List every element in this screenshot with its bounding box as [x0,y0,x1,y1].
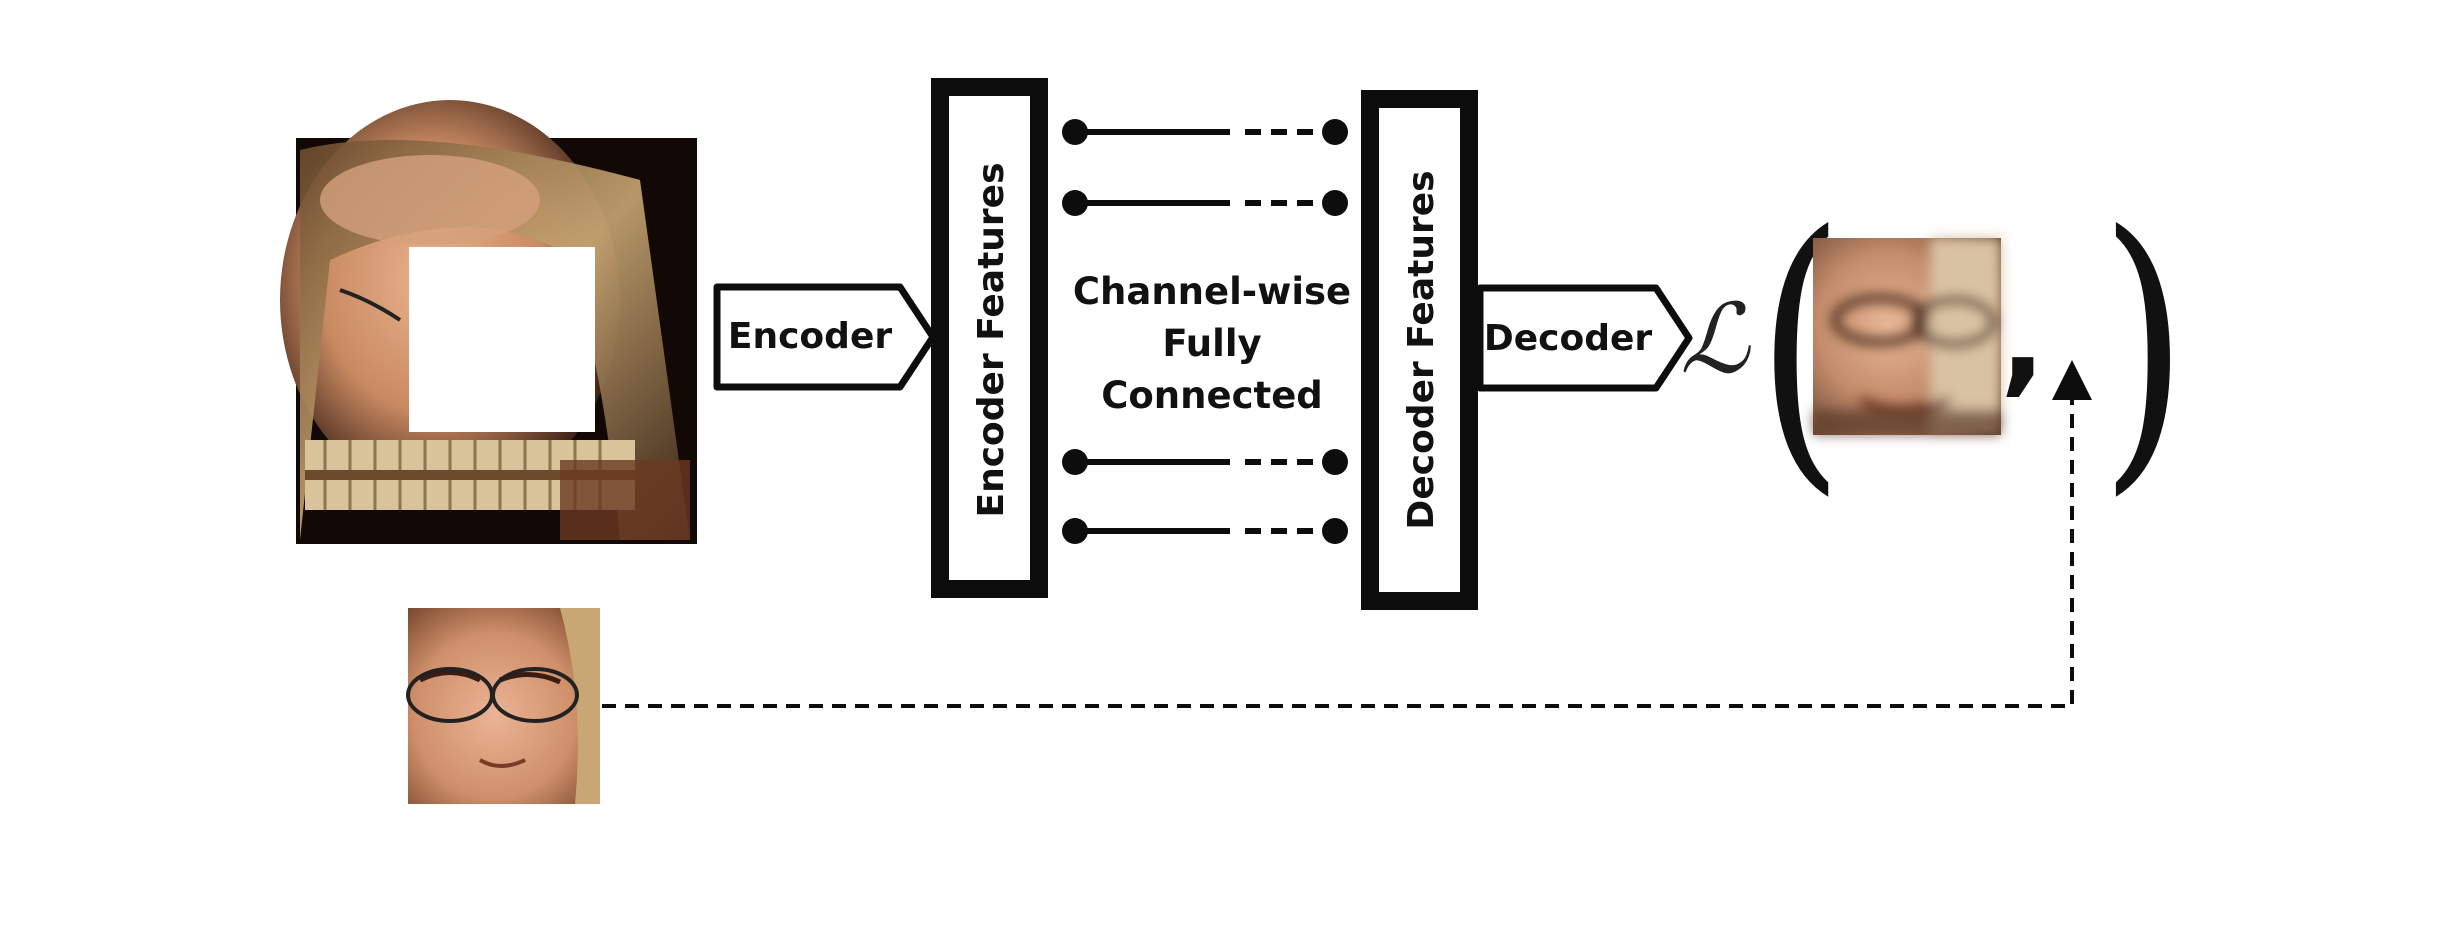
connection-line [1062,119,1348,145]
connection-line [1062,449,1348,475]
connection-line [1062,518,1348,544]
reconstructed-patch [1813,238,2001,435]
channel-connections [1062,119,1348,544]
decoder-block: Decoder [1476,284,1693,392]
loss-expression: ℒ ( , ) [1680,172,2188,522]
close-paren: ) [2100,172,2188,522]
encoder-block: Encoder [713,283,937,391]
encoder-label: Encoder [728,316,892,357]
decoder-features-label: Decoder Features [1401,170,1442,529]
center-mask [409,247,595,432]
channel-fc-label: Channel-wise Fully Connected [1073,270,1351,417]
loss-symbol: ℒ [1680,283,1751,395]
ground-truth-arrow [602,360,2092,708]
channel-fc-line-2: Fully [1162,322,1261,365]
encoder-features-label: Encoder Features [971,162,1012,517]
decoder-label: Decoder [1484,318,1653,359]
pan-flute [305,440,690,540]
loss-separator: , [2000,270,2046,409]
channel-fc-line-1: Channel-wise [1073,270,1351,313]
masked-input-image [280,100,697,544]
decoder-features-bar: Decoder Features [1361,90,1478,610]
channel-fc-line-3: Connected [1101,374,1323,417]
connection-line [1062,190,1348,216]
encoder-features-bar: Encoder Features [931,78,1048,598]
ground-truth-patch [406,608,600,804]
